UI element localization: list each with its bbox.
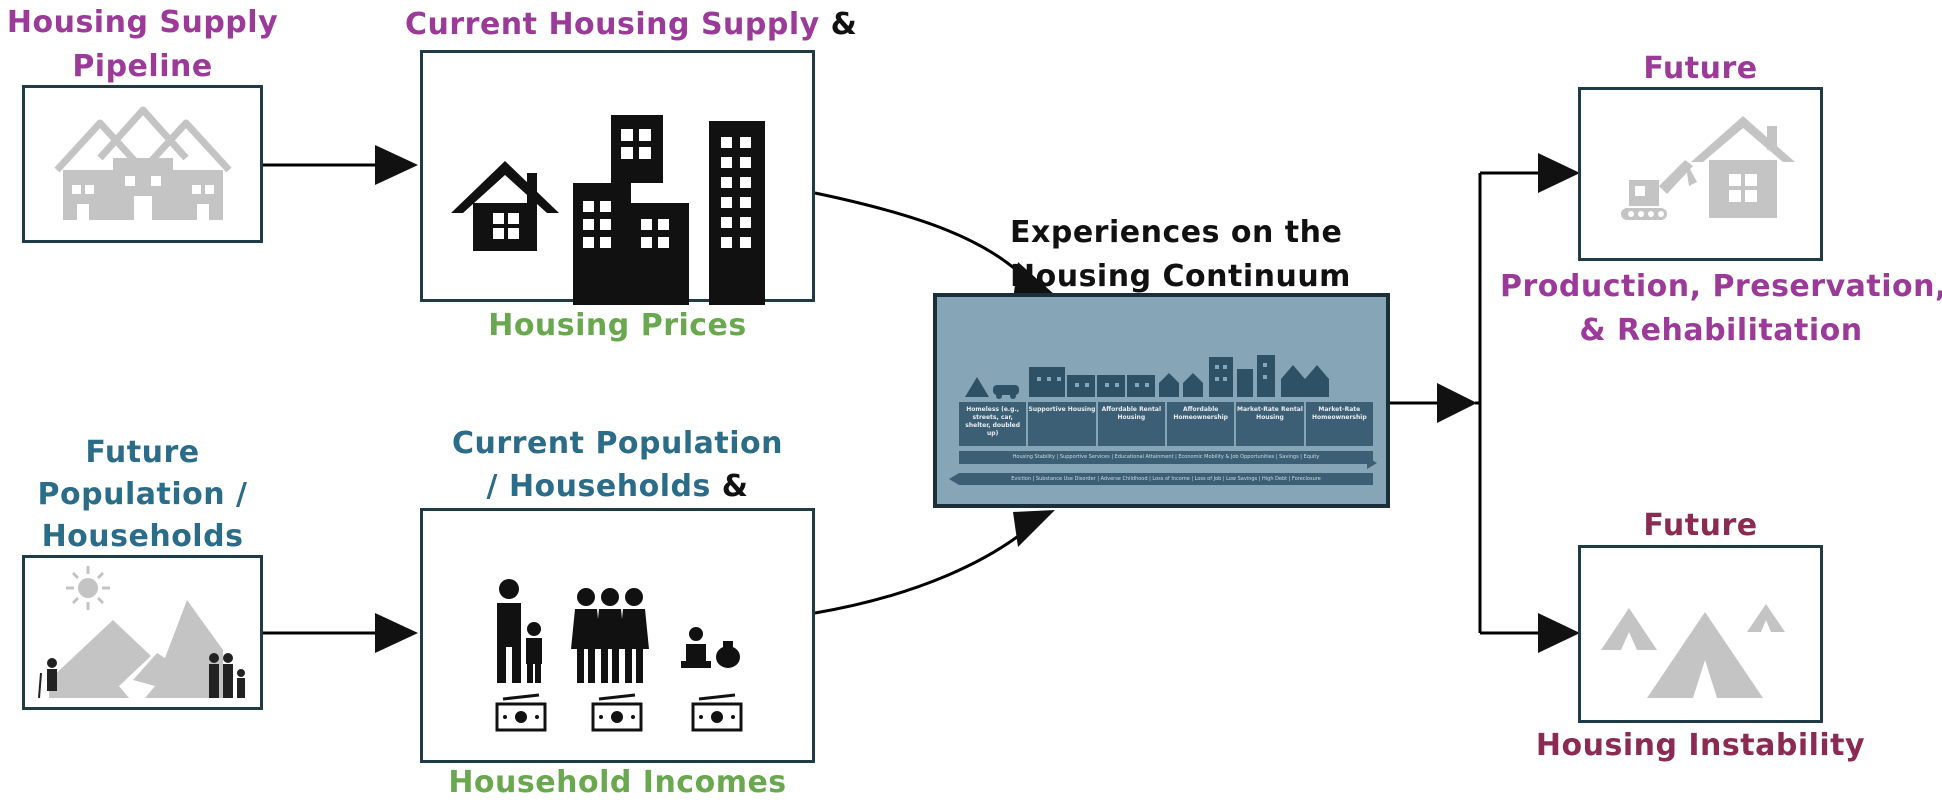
current-supply-title: Current Housing Supply & xyxy=(405,4,857,46)
pipeline-box xyxy=(22,85,263,243)
current-population-amp: & xyxy=(721,469,749,504)
supply-pipeline-label-2: Pipeline xyxy=(72,49,213,84)
houses-outline-icon xyxy=(54,106,232,220)
housing-continuum-graphic: Homeless (e.g., streets, car, shelter, d… xyxy=(933,293,1390,508)
families-money-icon xyxy=(495,579,743,732)
continuum-column: Affordable Homeownership xyxy=(1166,402,1235,446)
arrowhead-4 xyxy=(1013,510,1055,547)
continuum-skyline-icon xyxy=(949,355,1377,485)
housing-prices-label: Housing Prices xyxy=(488,308,747,343)
arrowhead-6 xyxy=(1538,153,1580,193)
future-top-label: Future xyxy=(1643,51,1758,86)
arrowhead-5 xyxy=(1437,383,1477,423)
continuum-column: Market-Rate Homeownership xyxy=(1305,402,1373,446)
population-box xyxy=(420,508,815,763)
supply-box xyxy=(420,50,815,305)
continuum-column: Homeless (e.g., streets, car, shelter, d… xyxy=(959,402,1027,446)
mountains-people-icon xyxy=(38,566,245,699)
future-bottom-label: Future xyxy=(1643,508,1758,543)
arrowhead-7 xyxy=(1538,613,1580,653)
instability-label: Housing Instability xyxy=(1535,728,1866,763)
arrowhead-2 xyxy=(375,613,418,653)
supply-pipeline-label-1: Housing Supply xyxy=(6,5,279,40)
current-population-title-2: / Households & xyxy=(420,466,815,508)
instability-box xyxy=(1578,545,1823,723)
experiences-label-1: Experiences on the xyxy=(1010,215,1343,250)
current-population-label-2: / Households xyxy=(486,469,711,504)
household-incomes-label: Household Incomes xyxy=(448,765,787,800)
continuum-band-top: Housing Stability | Supportive Services … xyxy=(959,451,1373,463)
current-population-label-1: Current Population xyxy=(451,426,783,461)
arrowhead-1 xyxy=(375,145,418,185)
production-box xyxy=(1578,87,1823,261)
continuum-band-bottom: Eviction | Substance Use Disorder | Adve… xyxy=(959,473,1373,485)
excavator-house-icon xyxy=(1621,116,1795,220)
arrowhead-3 xyxy=(1013,262,1055,300)
future-population-label-1: Future xyxy=(85,435,200,470)
future-population-label-3: Households xyxy=(41,519,244,554)
continuum-column: Supportive Housing xyxy=(1028,402,1096,446)
continuum-column: Affordable Rental Housing xyxy=(1097,402,1165,446)
continuum-column: Market-Rate Rental Housing xyxy=(1236,402,1304,446)
future-population-label-2: Population / xyxy=(37,477,248,512)
current-supply-amp: & xyxy=(830,7,858,42)
tents-icon xyxy=(1601,604,1785,698)
future-population-box xyxy=(22,555,263,710)
experiences-label-2: Housing Continuum xyxy=(1010,259,1351,294)
production-label-2: & Rehabilitation xyxy=(1579,313,1863,348)
production-label-1: Production, Preservation, xyxy=(1500,269,1942,304)
continuum-columns: Homeless (e.g., streets, car, shelter, d… xyxy=(959,402,1373,446)
current-supply-label: Current Housing Supply xyxy=(405,7,820,42)
house-and-buildings-icon xyxy=(451,115,765,305)
